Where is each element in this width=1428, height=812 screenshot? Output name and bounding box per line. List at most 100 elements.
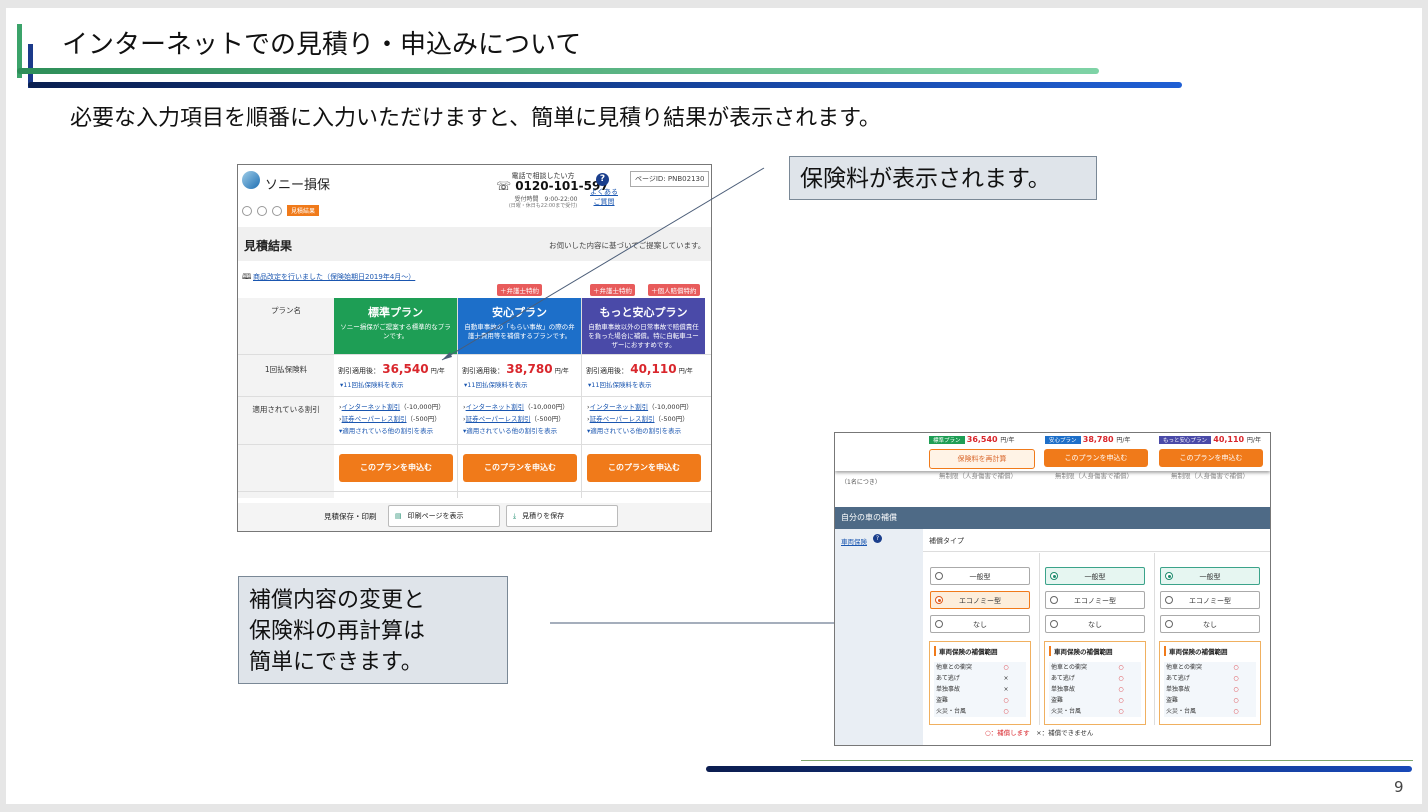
premium-arrow-head (442, 352, 452, 360)
discount-link[interactable]: インターネット割引 (341, 403, 401, 411)
discount-amount: （-500円） (406, 415, 441, 423)
apply-standard-button[interactable]: このプランを申込む (339, 454, 453, 482)
radio-icon (935, 572, 943, 580)
logo-text: ソニー損保 (265, 178, 331, 193)
price-value: 36,540 (966, 435, 998, 444)
option-label: エコノミー型 (1074, 597, 1116, 605)
price-unit: 円/年 (1246, 437, 1261, 444)
scope-item: 火災・台風 (1166, 708, 1197, 715)
option-label: エコノミー型 (1189, 597, 1231, 605)
recalculate-button[interactable]: 保険料を再計算 (929, 449, 1035, 469)
save-quote-button[interactable]: ⤓見積りを保存 (506, 505, 618, 527)
phone-note: (日曜・休日も22:00まで受付) (508, 203, 578, 209)
scope-mark: ○ (1118, 697, 1124, 704)
apply-motto-button[interactable]: このプランを申込む (1159, 449, 1263, 467)
revision-link[interactable]: 商品改定を行いました（保険始期日2019年4月～） (253, 273, 416, 281)
other-discounts-toggle[interactable]: ▾適用されている他の割引を表示 (463, 427, 558, 435)
discount-link[interactable]: インターネット割引 (465, 403, 525, 411)
slide: インターネットでの見積り・申込みについて 必要な入力項目を順番に入力いただけます… (6, 8, 1422, 804)
option-none[interactable]: なし (1160, 615, 1260, 633)
scope-item: 単独事故 (1051, 686, 1076, 693)
price-unit: 円/年 (1000, 437, 1015, 444)
option-none[interactable]: なし (1045, 615, 1145, 633)
price-value: 38,780 (1082, 435, 1114, 444)
installment-toggle[interactable]: ▾11回払保険料を表示 (340, 381, 404, 389)
coverage-scope-motto: 車両保険の補償範囲 他車との衝突○ あて逃げ○ 単独事故○ 盗難○ 火災・台風○ (1159, 641, 1261, 725)
step-check-icon (272, 205, 282, 216)
plan-tag: もっと安心プラン (1159, 436, 1212, 444)
callout-change: 補償内容の変更と 保険料の再計算は 簡単にできます。 (238, 576, 508, 684)
phone-heading: 電話で相談したい方 (511, 172, 575, 180)
step-check-icon (257, 205, 267, 216)
option-label: 一般型 (969, 573, 991, 581)
discount-link[interactable]: 証券ペーパーレス割引 (341, 415, 407, 423)
apply-motto-button[interactable]: このプランを申込む (587, 454, 701, 482)
scope-mark: ○ (1118, 708, 1124, 715)
plan-header-standard: 標準プラン ソニー損保がご提案する標準的なプランです。 (334, 298, 457, 354)
option-none[interactable]: なし (930, 615, 1030, 633)
option-general[interactable]: 一般型 (1045, 567, 1145, 585)
scope-row: 他車との衝突○ (1164, 662, 1256, 673)
discount-link[interactable]: インターネット割引 (589, 403, 649, 411)
option-economy[interactable]: エコノミー型 (930, 591, 1030, 609)
plan-desc: 自動車事故の「もらい事故」の際の弁護士費用等を補償するプランです。 (464, 323, 575, 340)
discount-link[interactable]: 証券ペーパーレス割引 (465, 415, 531, 423)
callout-line: 保険料の再計算は (249, 619, 426, 644)
divider (581, 298, 582, 498)
phone-hours: 受付時間 9:00-22:00 (514, 196, 578, 203)
option-economy[interactable]: エコノミー型 (1160, 591, 1260, 609)
scope-item: あて逃げ (936, 675, 960, 682)
option-general[interactable]: 一般型 (930, 567, 1030, 585)
phone-number[interactable]: ☏ 0120-101-597 (496, 179, 609, 193)
discounts-standard: ›インターネット割引（-10,000円） ›証券ペーパーレス割引（-500円） … (339, 403, 445, 435)
slide-subtitle: 必要な入力項目を順番に入力いただけますと、簡単に見積り結果が表示されます。 (70, 106, 881, 131)
plan-header-anshin: 安心プラン 自動車事故の「もらい事故」の際の弁護士費用等を補償するプランです。 (458, 298, 581, 354)
callout-line: 簡単にできます。 (249, 650, 423, 675)
option-general[interactable]: 一般型 (1160, 567, 1260, 585)
scope-item: 盗難 (1166, 697, 1179, 704)
installment-toggle[interactable]: ▾11回払保険料を表示 (464, 381, 528, 389)
discounts-motto: ›インターネット割引（-10,000円） ›証券ペーパーレス割引（-500円） … (587, 403, 693, 435)
scope-item: 火災・台風 (936, 708, 967, 715)
scope-mark: ○ (1003, 664, 1009, 671)
tag-kojin: ＋個人賠償特約 (648, 284, 700, 296)
radio-icon (1165, 596, 1173, 604)
radio-icon (1050, 596, 1058, 604)
plan-desc: ソニー損保がご提案する標準的なプランです。 (340, 323, 451, 340)
apply-anshin-button[interactable]: このプランを申込む (463, 454, 577, 482)
scope-item: 他車との衝突 (1051, 664, 1087, 671)
apply-anshin-button[interactable]: このプランを申込む (1044, 449, 1148, 467)
discount-amount: （-500円） (530, 415, 565, 423)
vehicle-insurance-link[interactable]: 車両保険 (841, 538, 867, 546)
current-step: 見積結果 (287, 205, 320, 216)
result-title: 見積結果 (244, 239, 293, 253)
plan-tag: 安心プラン (1045, 436, 1081, 444)
footer-line-thick (706, 766, 1412, 772)
scope-legend: ○：補償します ×：補償できません (985, 727, 1093, 737)
scope-title: 車両保険の補償範囲 (1049, 646, 1113, 656)
other-discounts-toggle[interactable]: ▾適用されている他の割引を表示 (587, 427, 682, 435)
scope-row: あて逃げ× (934, 673, 1026, 684)
help-icon[interactable]: ? (873, 534, 882, 543)
divider (923, 551, 1270, 552)
other-discounts-toggle[interactable]: ▾適用されている他の割引を表示 (339, 427, 434, 435)
option-economy[interactable]: エコノミー型 (1045, 591, 1145, 609)
radio-selected-icon (1165, 572, 1173, 580)
discount-amount: （-10,000円） (524, 403, 569, 411)
header-line-blue (28, 82, 1182, 88)
print-page-button[interactable]: ▤印刷ページを表示 (388, 505, 500, 527)
question-icon[interactable]: ? (596, 173, 609, 186)
faq-link[interactable]: よくある ご質問 (590, 188, 618, 206)
premium-standard: 割引適用後： 36,540 円/年 (338, 362, 445, 376)
scope-item: 他車との衝突 (936, 664, 972, 671)
scope-row: 盗難○ (1164, 695, 1256, 706)
label-premium: 1回払保険料 (264, 365, 308, 374)
save-button-label: 見積りを保存 (522, 512, 565, 520)
scope-item: 盗難 (1051, 697, 1064, 704)
scope-mark: ○ (1118, 686, 1124, 693)
installment-toggle[interactable]: ▾11回払保険料を表示 (588, 381, 652, 389)
discount-link[interactable]: 証券ペーパーレス割引 (589, 415, 655, 423)
callout-line: 補償内容の変更と (249, 588, 426, 613)
radio-icon (935, 620, 943, 628)
slide-title: インターネットでの見積り・申込みについて (62, 30, 582, 60)
